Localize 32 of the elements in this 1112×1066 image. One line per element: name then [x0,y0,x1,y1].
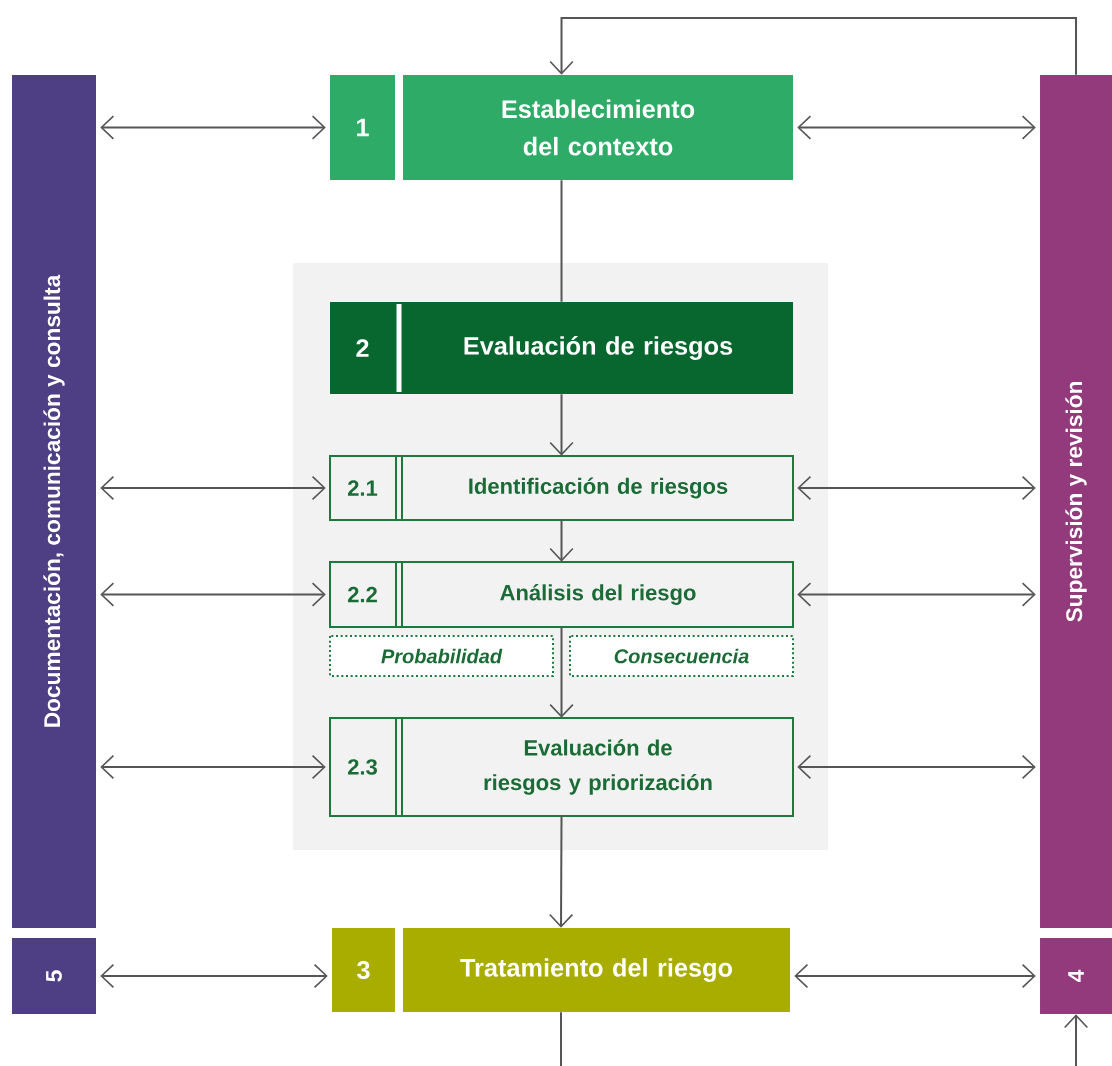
node-label: 1 [357,118,369,137]
side-bar: Documentación, comunicación y consulta [12,75,96,928]
connector-line [560,179,563,303]
arrow [797,582,1036,607]
step-box: 2.2 Análisis del riesgo [329,561,794,628]
arrow [548,815,574,928]
arrow [797,475,1036,501]
side-bar: 5 [12,938,96,1014]
side-bar: 4 [1040,938,1112,1014]
arrow [549,393,574,456]
arrow [549,519,574,562]
arrow [549,17,1077,76]
arrow [794,963,1036,989]
connector-line [560,1011,562,1066]
arrow [100,582,326,607]
arrow [797,754,1036,780]
step-box: 2.3 Evaluación de riesgos y priorización [329,717,794,817]
step-box: 2.1 Identificación de riesgos [329,455,794,521]
arrow [1063,1014,1089,1066]
arrow [100,963,328,989]
arrow [549,626,574,718]
side-bar: Supervisión y revisión [1040,75,1112,928]
arrow [100,115,326,140]
process-box: 1 Establecimiento del contexto [330,75,793,180]
process-box: 2 Evaluación de riesgos [330,302,793,394]
node-label: 3 [357,961,370,980]
factor-box: Consecuencia [569,635,794,677]
arrow [100,475,326,501]
process-box: 3 Tratamiento del riesgo [332,928,790,1012]
arrow [100,754,326,780]
arrow [797,115,1036,140]
factor-box: Probabilidad [329,635,554,677]
